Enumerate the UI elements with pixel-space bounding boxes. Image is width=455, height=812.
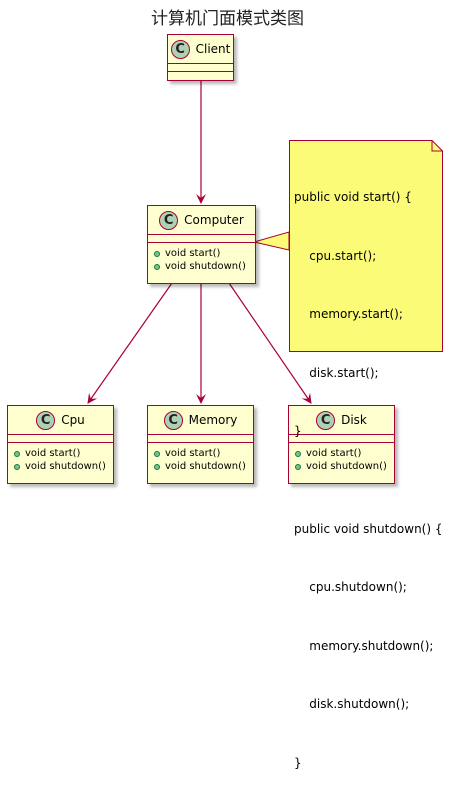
class-memory-methods: void start() void shutdown() <box>148 443 253 477</box>
class-cpu-fields <box>8 435 113 443</box>
class-disk-name: Disk <box>341 413 367 427</box>
public-method-icon <box>154 450 160 457</box>
class-client-fields <box>168 64 233 72</box>
class-cpu-methods: void start() void shutdown() <box>8 443 113 477</box>
note-line: cpu.shutdown(); <box>294 580 407 594</box>
note-line: memory.shutdown(); <box>294 638 434 653</box>
public-method-icon <box>154 250 160 257</box>
diagram-title: 计算机门面模式类图 <box>151 9 304 29</box>
note-line: public void shutdown() { <box>294 521 443 536</box>
class-cpu-header: C Cpu <box>8 406 113 435</box>
public-method-icon <box>154 263 160 270</box>
public-method-icon <box>295 463 301 470</box>
note-line: } <box>294 755 302 770</box>
class-computer-name: Computer <box>184 213 244 227</box>
method: void shutdown() <box>295 460 394 473</box>
public-method-icon <box>295 450 301 457</box>
note-connector <box>253 231 290 251</box>
public-method-icon <box>14 450 20 457</box>
class-computer-methods: void start() void shutdown() <box>148 243 255 277</box>
public-method-icon <box>14 463 20 470</box>
class-computer-header: C Computer <box>148 206 255 235</box>
class-cpu[interactable]: C Cpu void start() void shutdown() <box>7 405 114 484</box>
class-icon: C <box>170 39 190 59</box>
method: void shutdown() <box>14 460 113 473</box>
class-computer-fields <box>148 235 255 243</box>
note-line: disk.start(); <box>294 365 379 380</box>
method: void start() <box>295 447 394 460</box>
note-line: disk.shutdown(); <box>294 697 410 711</box>
class-computer[interactable]: C Computer void start() void shutdown() <box>147 205 256 284</box>
class-cpu-name: Cpu <box>61 413 85 427</box>
edge-computer-disk <box>228 282 312 404</box>
method: void start() <box>154 447 253 460</box>
class-client[interactable]: C Client <box>167 34 234 81</box>
note-line: memory.start(); <box>294 307 403 321</box>
class-memory[interactable]: C Memory void start() void shutdown() <box>147 405 254 484</box>
method: void shutdown() <box>154 460 253 473</box>
edge-computer-cpu <box>87 282 173 404</box>
method: void start() <box>154 247 255 260</box>
class-memory-fields <box>148 435 253 443</box>
method: void start() <box>14 447 113 460</box>
class-icon: C <box>163 410 183 430</box>
note-line: } <box>294 424 302 438</box>
class-disk[interactable]: C Disk void start() void shutdown() <box>288 405 395 484</box>
class-icon: C <box>316 410 336 430</box>
class-memory-header: C Memory <box>148 406 253 435</box>
note-shape <box>289 140 443 352</box>
class-disk-fields <box>289 435 394 443</box>
class-icon: C <box>159 210 179 230</box>
note-line: public void start() { <box>294 190 412 204</box>
class-client-header: C Client <box>168 35 233 64</box>
implementation-note[interactable]: public void start() { cpu.start(); memor… <box>289 140 443 770</box>
public-method-icon <box>154 463 160 470</box>
class-client-name: Client <box>195 42 231 56</box>
class-icon: C <box>36 410 56 430</box>
note-line: cpu.start(); <box>294 248 377 263</box>
class-memory-name: Memory <box>188 413 238 427</box>
class-disk-methods: void start() void shutdown() <box>289 443 394 477</box>
association-edges <box>87 80 312 404</box>
class-disk-header: C Disk <box>289 406 394 435</box>
note-text: public void start() { cpu.start(); memor… <box>294 149 443 812</box>
method: void shutdown() <box>154 260 255 273</box>
